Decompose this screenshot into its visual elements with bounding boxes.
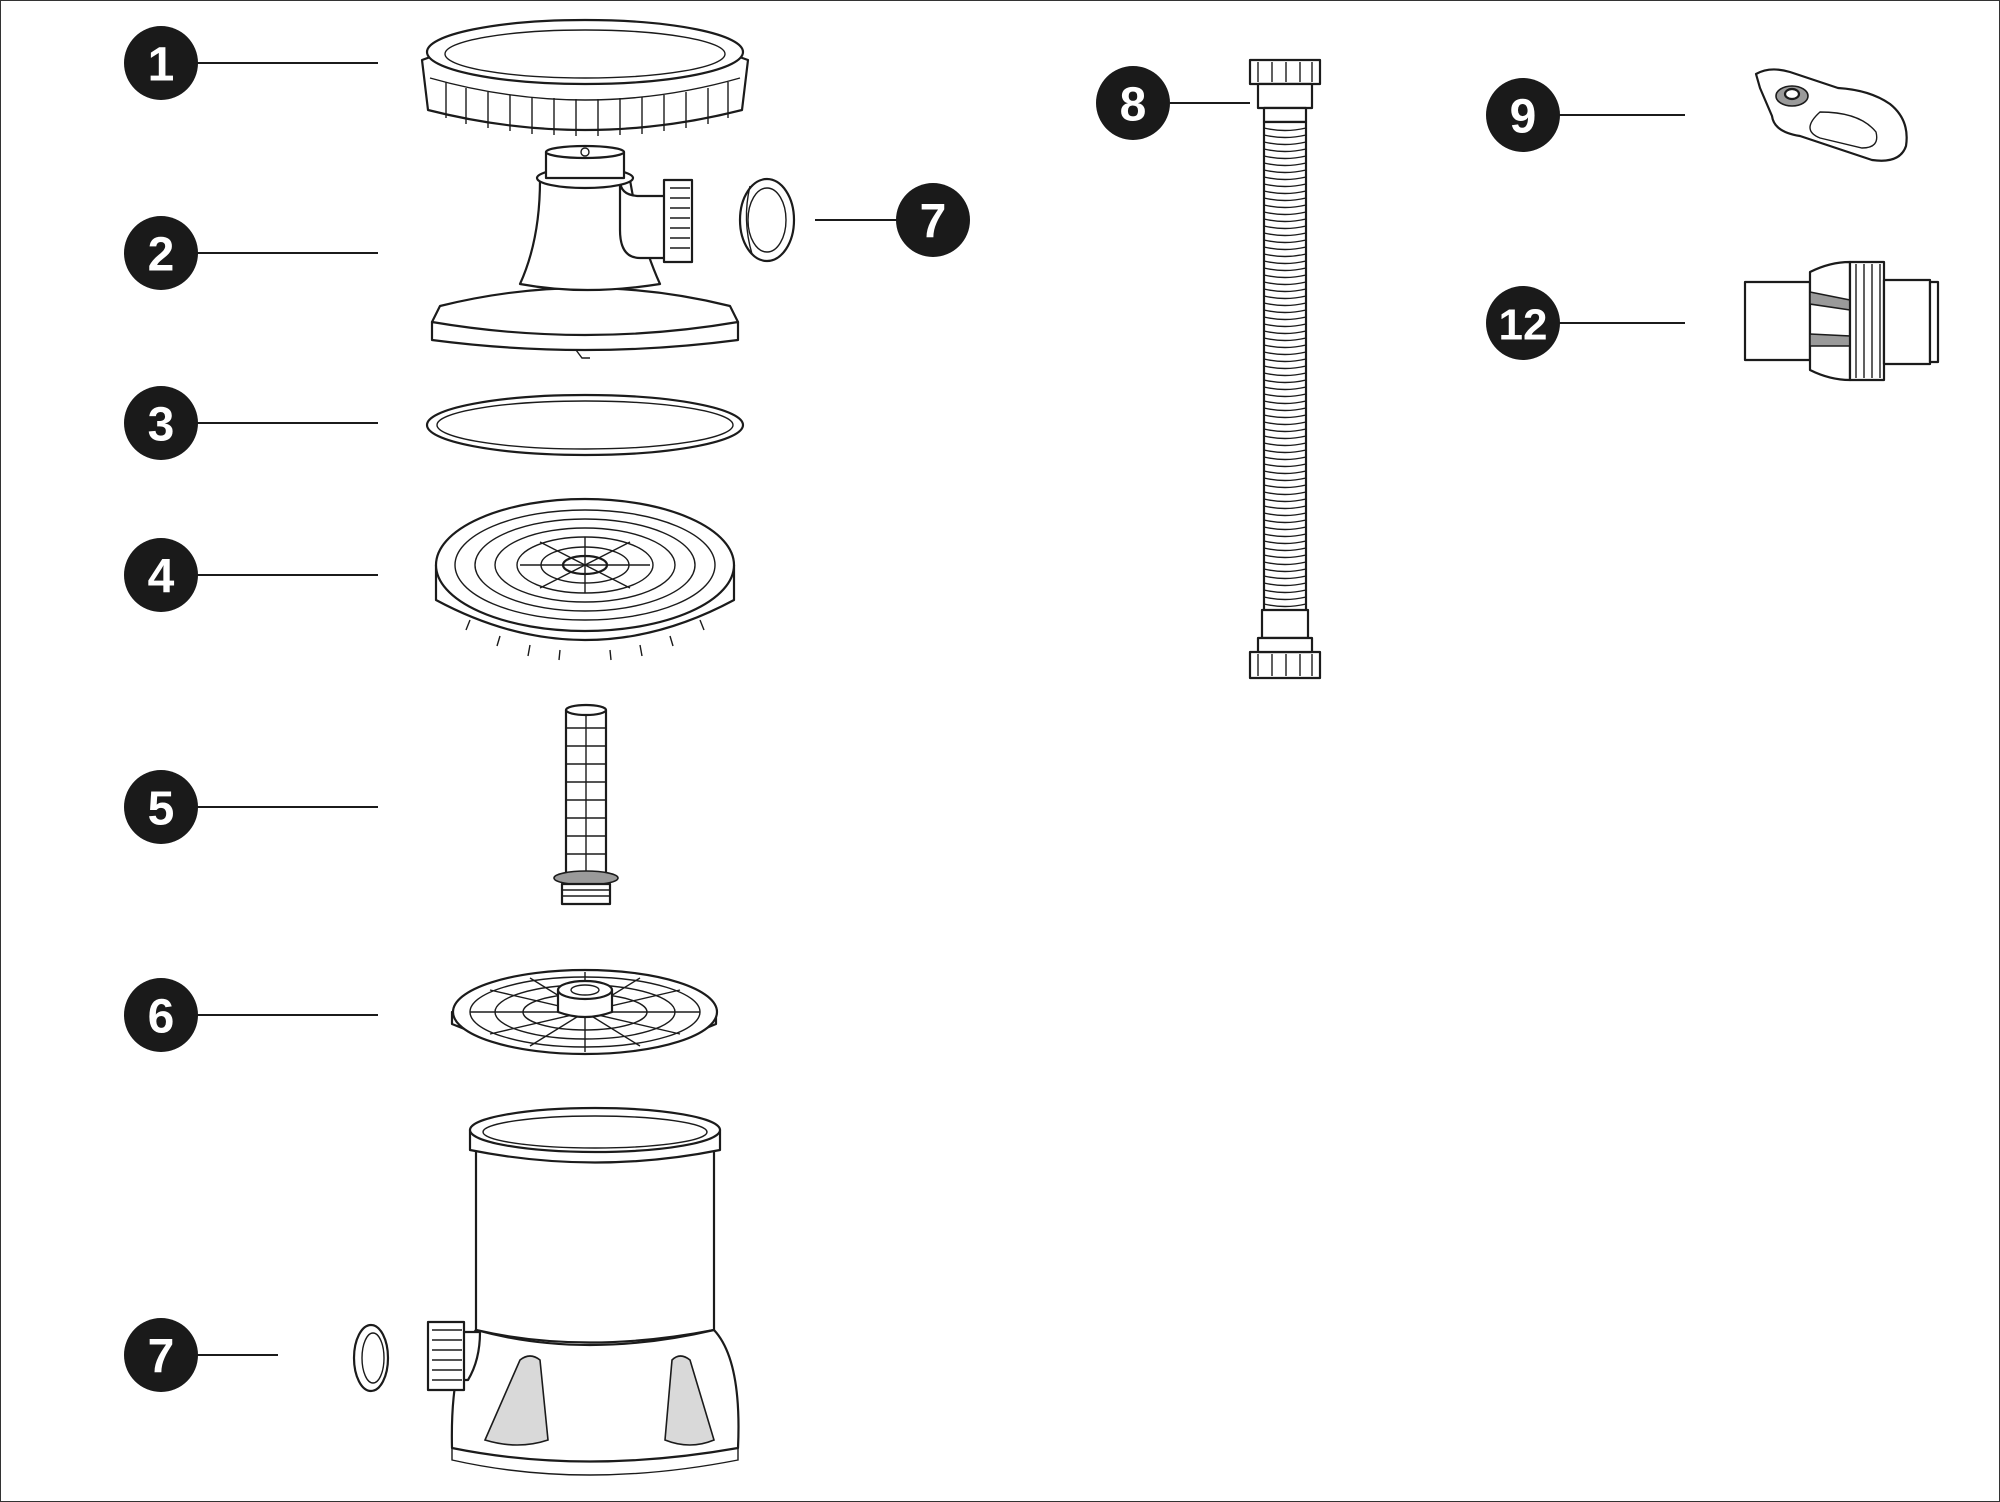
callout-label: 7	[920, 196, 947, 249]
callout-label: 9	[1510, 91, 1537, 144]
lock-ring-icon	[420, 18, 750, 136]
callout-9: 9	[1486, 78, 1560, 152]
hose-washer-icon	[352, 1323, 390, 1393]
callout-3: 3	[124, 386, 198, 460]
callout-label: 4	[148, 551, 175, 604]
callout-8: 8	[1096, 66, 1170, 140]
callout-label: 5	[148, 783, 175, 836]
callout-6: 6	[124, 978, 198, 1052]
callout-7-top: 7	[896, 183, 970, 257]
o-ring-icon	[425, 393, 745, 457]
callout-5: 5	[124, 770, 198, 844]
callout-label: 1	[148, 39, 175, 92]
filter-base-icon	[426, 1106, 740, 1476]
callout-label: 12	[1499, 301, 1548, 350]
callout-4: 4	[124, 538, 198, 612]
filter-housing-cover-icon	[430, 144, 740, 359]
filter-plate-icon	[450, 968, 719, 1056]
callout-12: 12	[1486, 286, 1560, 360]
hose-icon	[1248, 58, 1322, 680]
leader-lines	[192, 62, 1685, 1356]
air-release-valve-icon	[553, 703, 619, 906]
callout-label: 2	[148, 229, 175, 282]
plunger-valve-adapter-icon	[1743, 260, 1940, 382]
callout-1: 1	[124, 26, 198, 100]
callout-label: 6	[148, 991, 175, 1044]
filter-screen-icon	[434, 497, 736, 661]
callout-label: 7	[148, 1331, 175, 1384]
callout-2: 2	[124, 216, 198, 290]
hose-clamp-icon	[1754, 68, 1908, 162]
callout-label: 3	[148, 399, 175, 452]
callout-label: 8	[1120, 79, 1147, 132]
callout-7-bottom: 7	[124, 1318, 198, 1392]
hose-washer-icon	[738, 177, 796, 263]
